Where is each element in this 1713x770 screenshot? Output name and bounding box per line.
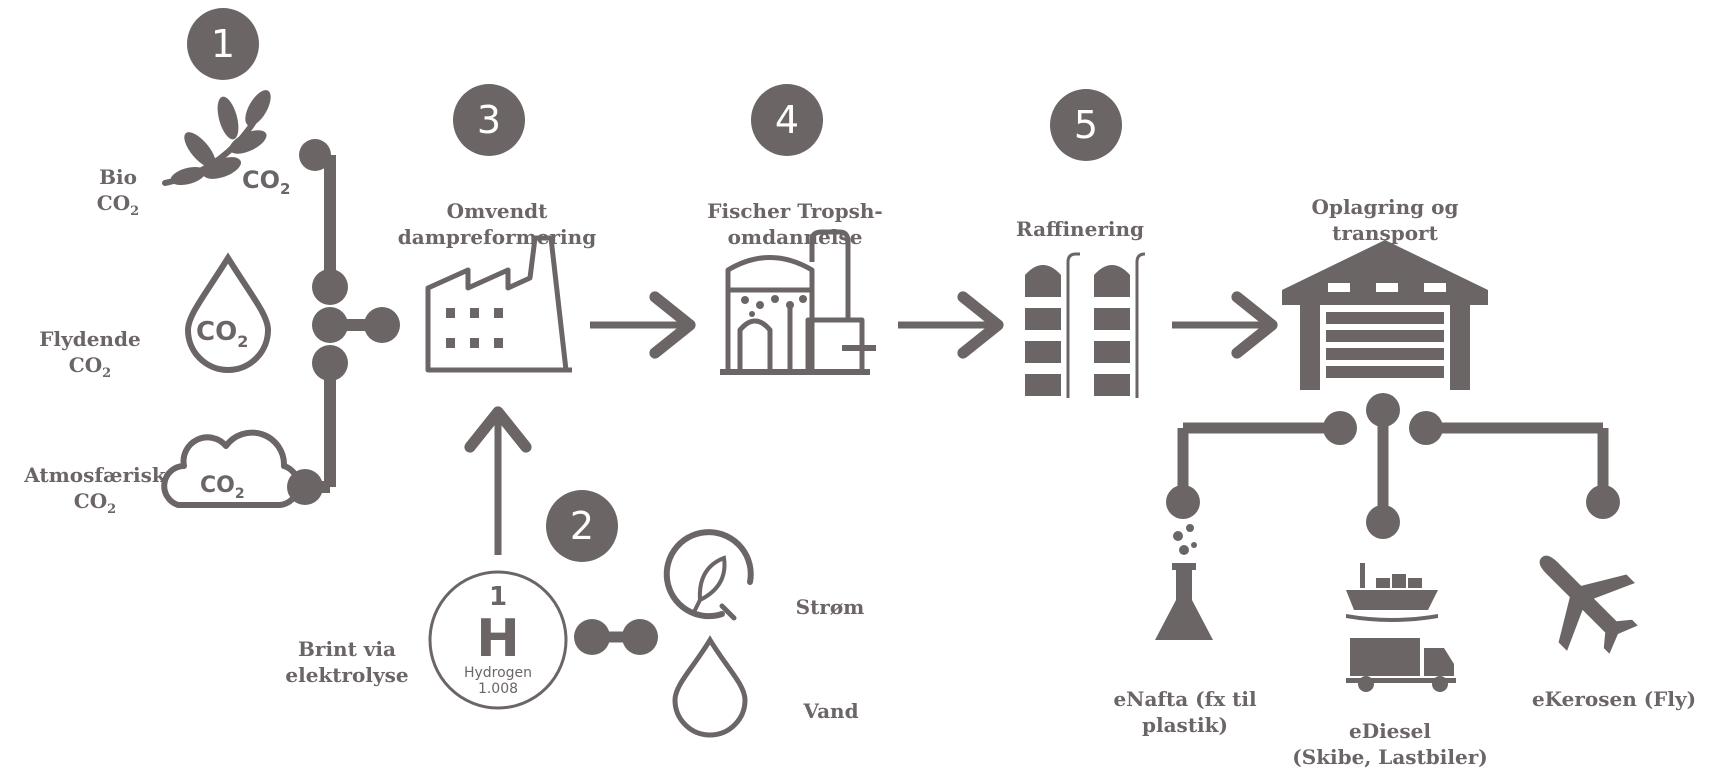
step-2-badge: 2 <box>546 490 618 562</box>
liquid-icon-co2-text: CO2 <box>196 317 248 351</box>
refinery-columns-icon <box>1025 252 1146 398</box>
ship-icon <box>1346 563 1438 622</box>
hydrogen-name: Hydrogen <box>464 665 532 681</box>
refining-label: Raffinering <box>1016 217 1144 241</box>
step-3-badge: 3 <box>453 84 525 156</box>
bio-icon-co2-text: CO2 <box>242 166 290 198</box>
drop-icon <box>184 252 272 373</box>
step-4-badge: 4 <box>751 84 823 156</box>
water-drop-icon <box>672 635 748 738</box>
ekerosen-label: eKerosen (Fly) <box>1531 687 1697 711</box>
power-label: Strøm <box>795 595 865 619</box>
leaf-branch-icon <box>162 90 271 186</box>
hydrogen-input-connector <box>574 619 658 655</box>
warehouse-icon <box>1282 240 1488 390</box>
hydrogen-element-circle <box>428 570 568 710</box>
renewable-power-icon <box>663 529 754 621</box>
ediesel-label: eDiesel(Skibe, Lastbiler) <box>1292 719 1488 769</box>
step-1-badge: 1 <box>187 8 259 80</box>
atmos-icon-co2-text: CO2 <box>200 473 245 502</box>
hydrogen-atomic-number: 1 <box>489 582 507 612</box>
factory-icon <box>425 235 572 373</box>
airplane-icon <box>1539 555 1638 654</box>
hydrogen-mass: 1.008 <box>478 681 518 697</box>
step-5-badge: 5 <box>1050 89 1122 161</box>
reactor-bubbles <box>741 295 807 317</box>
hydrogen-symbol: H <box>476 609 520 669</box>
reactor-icon <box>720 229 876 375</box>
fischer-tropsch-label: Fischer Tropsh-omdannelse <box>707 199 883 249</box>
process-diagram: CO2 CO2 CO2 <box>161 90 1638 738</box>
truck-icon <box>1346 638 1456 692</box>
flask-icon <box>1155 524 1213 640</box>
cloud-icon <box>161 429 302 508</box>
product-connector <box>1166 393 1620 539</box>
water-label: Vand <box>803 699 859 723</box>
